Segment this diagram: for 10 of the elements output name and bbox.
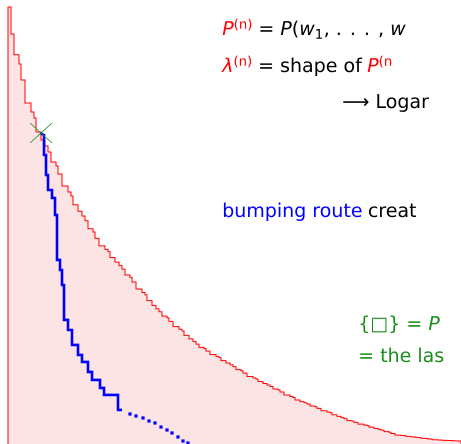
formula-text: = the las <box>360 348 444 362</box>
formula-text: ⟶ Logar <box>343 94 429 112</box>
formula-text: creat <box>368 204 416 218</box>
formula-text: P$^{(n}$ <box>368 56 392 72</box>
formula-text: {□} = P <box>360 316 440 334</box>
formula-text: = shape of <box>260 58 362 76</box>
formula-text: bumping route <box>224 202 362 221</box>
formula-text: λ$^{(n)}$ <box>221 56 252 72</box>
formula-text: P$^{(n)}$ <box>222 18 252 35</box>
formula-text: = P(w$_{1}$, . . . , w <box>260 20 406 39</box>
